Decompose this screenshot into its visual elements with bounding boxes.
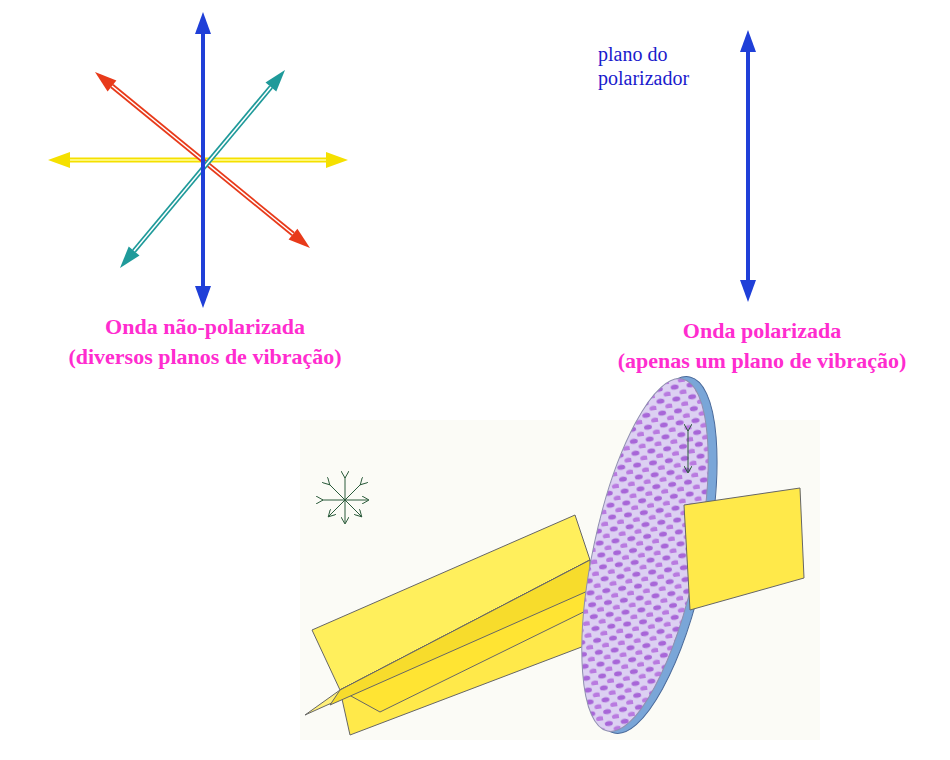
unpolarized-arrows — [48, 12, 348, 308]
wave-subtitle: (apenas um plano de vibração) — [618, 348, 906, 374]
polarizer-plane-note: plano do polarizador — [598, 42, 702, 90]
polarizer-scene — [300, 366, 820, 745]
wave-title: Onda não-polarizada — [105, 314, 305, 340]
wave-title: Onda polarizada — [683, 318, 841, 344]
wave-subtitle: (diversos planos de vibração) — [68, 344, 341, 370]
polarized-arrow — [740, 30, 756, 302]
